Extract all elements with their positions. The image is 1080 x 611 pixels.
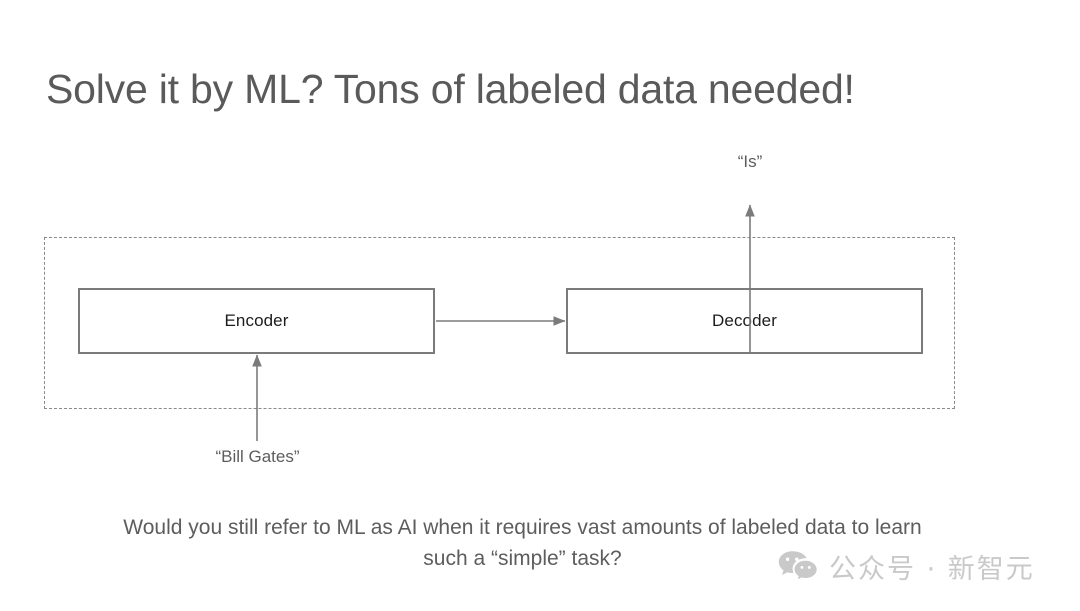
decoder-block: Decoder — [566, 288, 923, 354]
output-token-label: “Is” — [737, 152, 763, 171]
encoder-block-label: Encoder — [224, 311, 289, 330]
decoder-block-label: Decoder — [712, 311, 777, 330]
model-boundary-dashed-box — [44, 237, 955, 409]
wechat-logo-icon — [778, 550, 818, 584]
page-title: Solve it by ML? Tons of labeled data nee… — [46, 66, 855, 112]
input-token-label: “Bill Gates” — [215, 447, 300, 466]
watermark-text: 公众号 · 新智元 — [829, 554, 1035, 585]
encoder-block: Encoder — [78, 288, 435, 354]
caption: Would you still refer to ML as AI when i… — [55, 512, 990, 574]
caption-line-1: Would you still refer to ML as AI when i… — [123, 516, 922, 539]
watermark: 公众号 · 新智元 — [778, 547, 1035, 586]
caption-line-2: such a “simple” task? — [423, 547, 622, 570]
